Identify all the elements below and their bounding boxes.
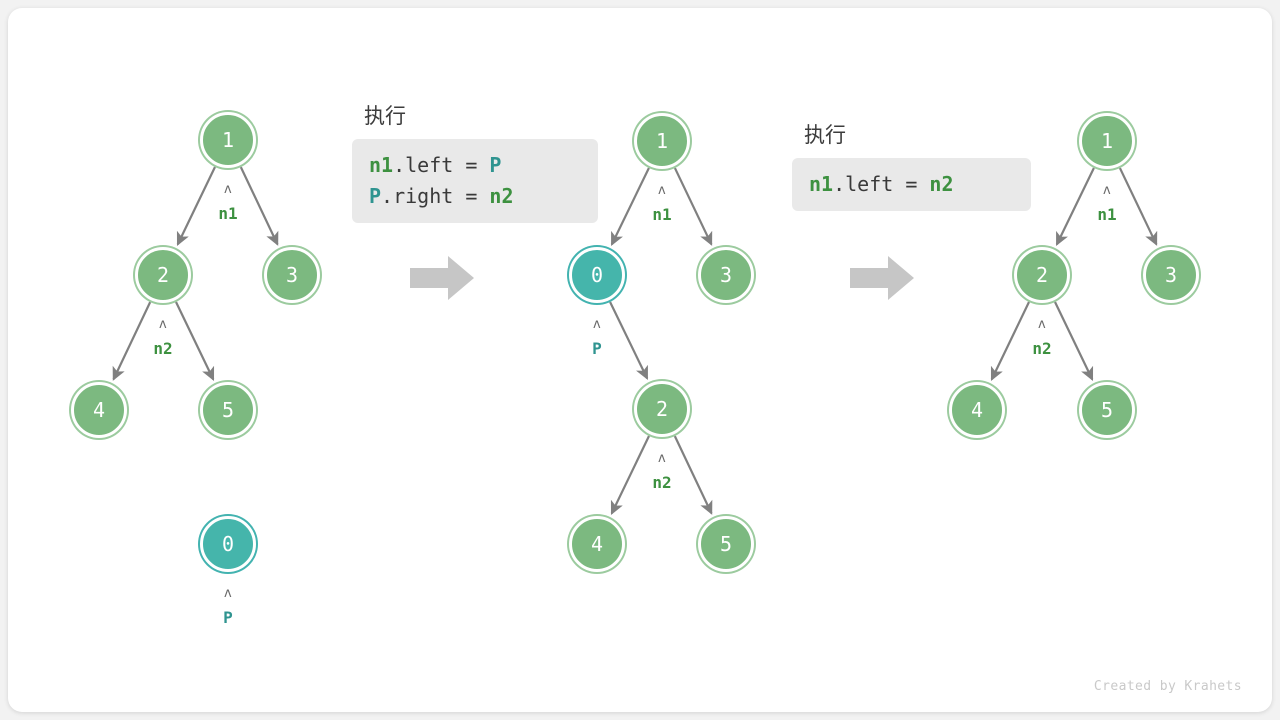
code-token: n1 (369, 153, 394, 177)
tree-node-5: 5 (698, 516, 754, 572)
code-line: n1.left = n2 (809, 169, 1014, 200)
tree-node-1: 1 (200, 112, 256, 168)
tree-node-value: 1 (1100, 129, 1114, 153)
tree-node-4: 4 (949, 382, 1005, 438)
tree-node-2: 2 (634, 381, 690, 437)
footer-credit: Created by Krahets (1093, 679, 1242, 694)
tree-edge (610, 167, 650, 246)
transition-arrow-2 (846, 252, 918, 309)
tree-node-3: 3 (1143, 247, 1199, 303)
exec-label: 执行 (364, 104, 406, 128)
tree-node-5: 5 (200, 382, 256, 438)
tree-node-0: 0 (569, 247, 625, 303)
pointer-caret-icon: ʌ (1038, 317, 1046, 332)
tree-edge (1055, 167, 1095, 246)
tree-node-value: 2 (1035, 263, 1049, 287)
tree-node-value: 1 (221, 128, 235, 152)
transition-arrow-1 (406, 252, 478, 309)
tree-node-value: 5 (221, 398, 235, 422)
tree-node-2: 2 (135, 247, 191, 303)
pointer-n2: n2 (153, 339, 173, 358)
code-token: n1 (809, 172, 834, 196)
tree-node-value: 5 (1100, 398, 1114, 422)
code-token: .right = (381, 184, 490, 208)
pointer-n2: n2 (1032, 339, 1052, 358)
tree-node-value: 4 (970, 398, 984, 422)
tree-node-0: 0 (200, 516, 256, 572)
tree-node-value: 2 (655, 397, 669, 421)
pointer-n1: n1 (218, 204, 238, 223)
pointer-p: P (223, 608, 233, 627)
tree-node-value: 3 (285, 263, 299, 287)
code-token: n2 (929, 172, 954, 196)
tree-node-4: 4 (569, 516, 625, 572)
tree-edge (990, 301, 1030, 381)
code-line: P.right = n2 (369, 181, 581, 212)
tree-edge (176, 166, 216, 246)
tree-node-3: 3 (264, 247, 320, 303)
tree-edge (112, 301, 152, 381)
pointer-caret-icon: ʌ (658, 183, 666, 198)
tree-node-value: 1 (655, 129, 669, 153)
pointer-n1: n1 (1097, 205, 1117, 224)
tree-node-value: 2 (156, 263, 170, 287)
tree-node-5: 5 (1079, 382, 1135, 438)
tree-node-value: 3 (1164, 263, 1178, 287)
tree-edge (609, 301, 649, 380)
tree-node-value: 4 (92, 398, 106, 422)
edge-layer (112, 166, 1158, 515)
code-token: P (489, 153, 502, 177)
tree-edge (1118, 167, 1158, 246)
tree-edge (673, 167, 713, 246)
code-token: P (369, 184, 382, 208)
pointer-n2: n2 (652, 473, 672, 492)
tree-node-value: 3 (719, 263, 733, 287)
pointer-caret-icon: ʌ (224, 586, 232, 601)
pointer-p: P (592, 339, 602, 358)
pointer-caret-icon: ʌ (1103, 183, 1111, 198)
tree-node-value: 4 (590, 532, 604, 556)
pointer-caret-icon: ʌ (593, 317, 601, 332)
pointer-caret-icon: ʌ (224, 182, 232, 197)
pointer-caret-icon: ʌ (658, 451, 666, 466)
tree-node-1: 1 (1079, 113, 1135, 169)
code-block: n1.left = n2 (792, 158, 1031, 211)
tree-node-2: 2 (1014, 247, 1070, 303)
tree-node-1: 1 (634, 113, 690, 169)
right-arrow-icon (410, 256, 474, 300)
pointer-n1: n1 (652, 205, 672, 224)
code-token: .left = (393, 153, 490, 177)
tree-node-3: 3 (698, 247, 754, 303)
code-token: n2 (489, 184, 514, 208)
pointer-caret-icon: ʌ (159, 317, 167, 332)
right-arrow-icon (850, 256, 914, 300)
tree-edge (610, 435, 650, 515)
tree-node-4: 4 (71, 382, 127, 438)
tree-node-value: 5 (719, 532, 733, 556)
tree-node-value: 0 (590, 263, 604, 287)
tree-edge (673, 435, 713, 515)
code-token: .left = (833, 172, 930, 196)
tree-edge (1054, 301, 1094, 381)
tree-edge (239, 166, 279, 246)
exec-label: 执行 (804, 123, 846, 147)
tree-node-value: 0 (221, 532, 235, 556)
tree-edge (175, 301, 215, 381)
code-line: n1.left = P (369, 150, 581, 181)
